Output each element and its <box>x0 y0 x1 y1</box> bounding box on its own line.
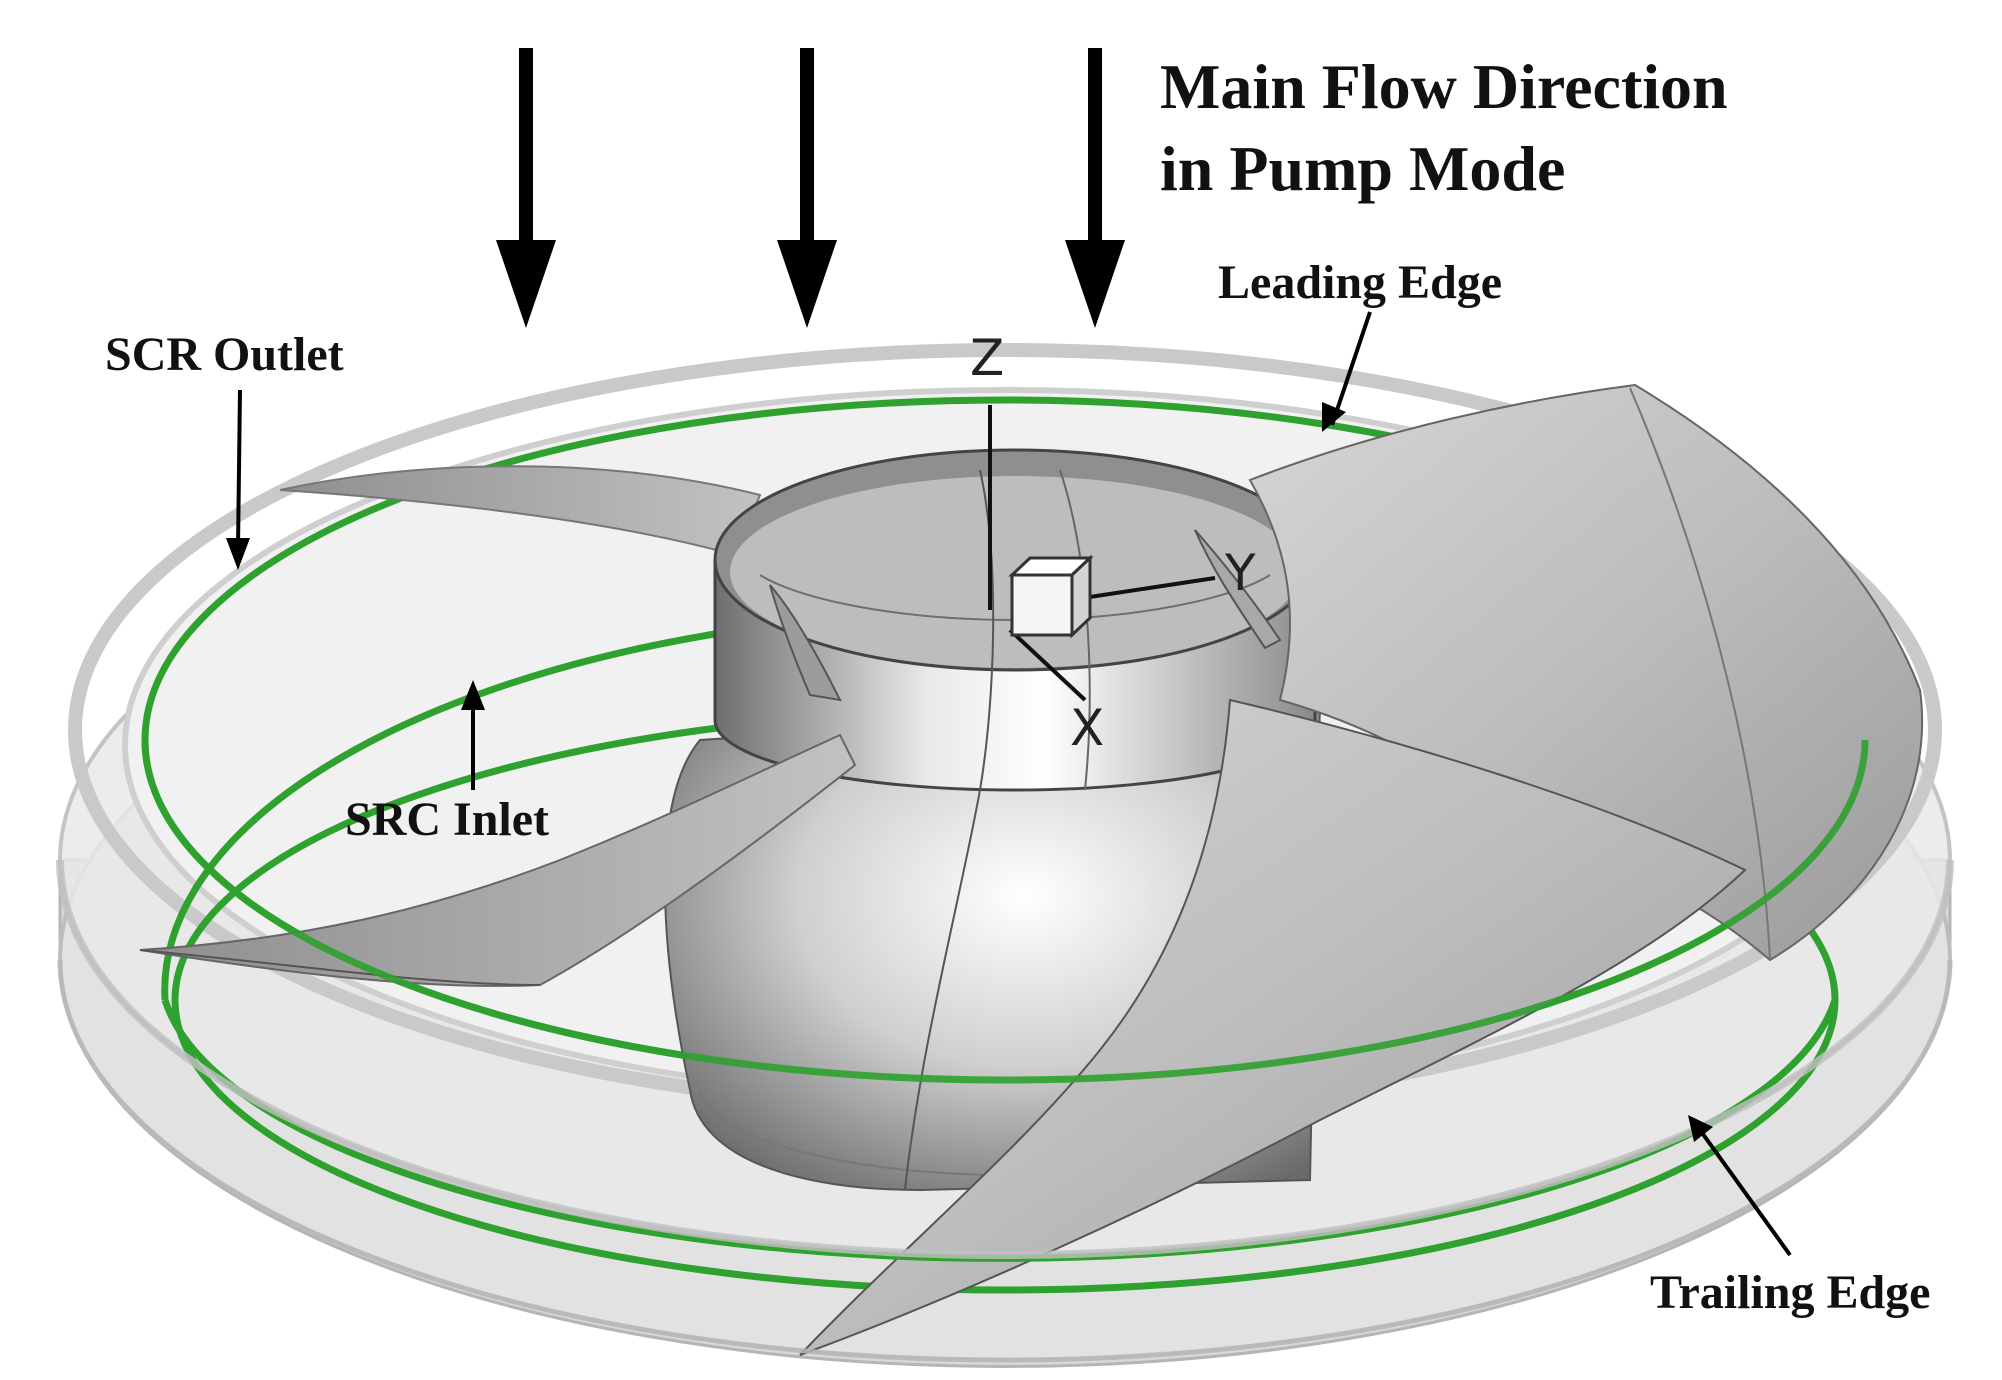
trailing-edge-pointer <box>1688 1115 1792 1257</box>
flow-arrows <box>496 48 1125 328</box>
leading-edge-pointer <box>1322 311 1372 432</box>
trailing-edge-label: Trailing Edge <box>1650 1266 1930 1319</box>
src-inlet-label: SRC Inlet <box>345 793 549 846</box>
scr-outlet-pointer <box>226 389 250 570</box>
leading-edge-label: Leading Edge <box>1218 256 1502 309</box>
blade-upper-left <box>279 465 762 557</box>
x-axis-label: X <box>1070 699 1104 757</box>
src-inlet-pointer <box>461 680 485 790</box>
scr-outlet-label: SCR Outlet <box>105 328 344 381</box>
z-axis-label: Z <box>970 329 1004 387</box>
blade-lower-left <box>139 733 857 987</box>
origin-cube <box>1008 554 1094 639</box>
down-arrow-icon <box>777 48 837 328</box>
flow-direction-title-line2: in Pump Mode <box>1160 133 1565 204</box>
y-axis-line <box>1069 576 1216 602</box>
blade-lower-front <box>799 698 1747 1356</box>
coordinate-axes: Z Y X <box>970 329 1256 757</box>
src-inlet-ring-upper-arc <box>161 626 741 1001</box>
flow-direction-title-line1: Main Flow Direction <box>1160 51 1728 122</box>
y-axis-label: Y <box>1224 544 1256 602</box>
x-axis-line <box>1008 628 1087 702</box>
down-arrow-icon <box>496 48 556 328</box>
down-arrow-icon <box>1065 48 1125 328</box>
